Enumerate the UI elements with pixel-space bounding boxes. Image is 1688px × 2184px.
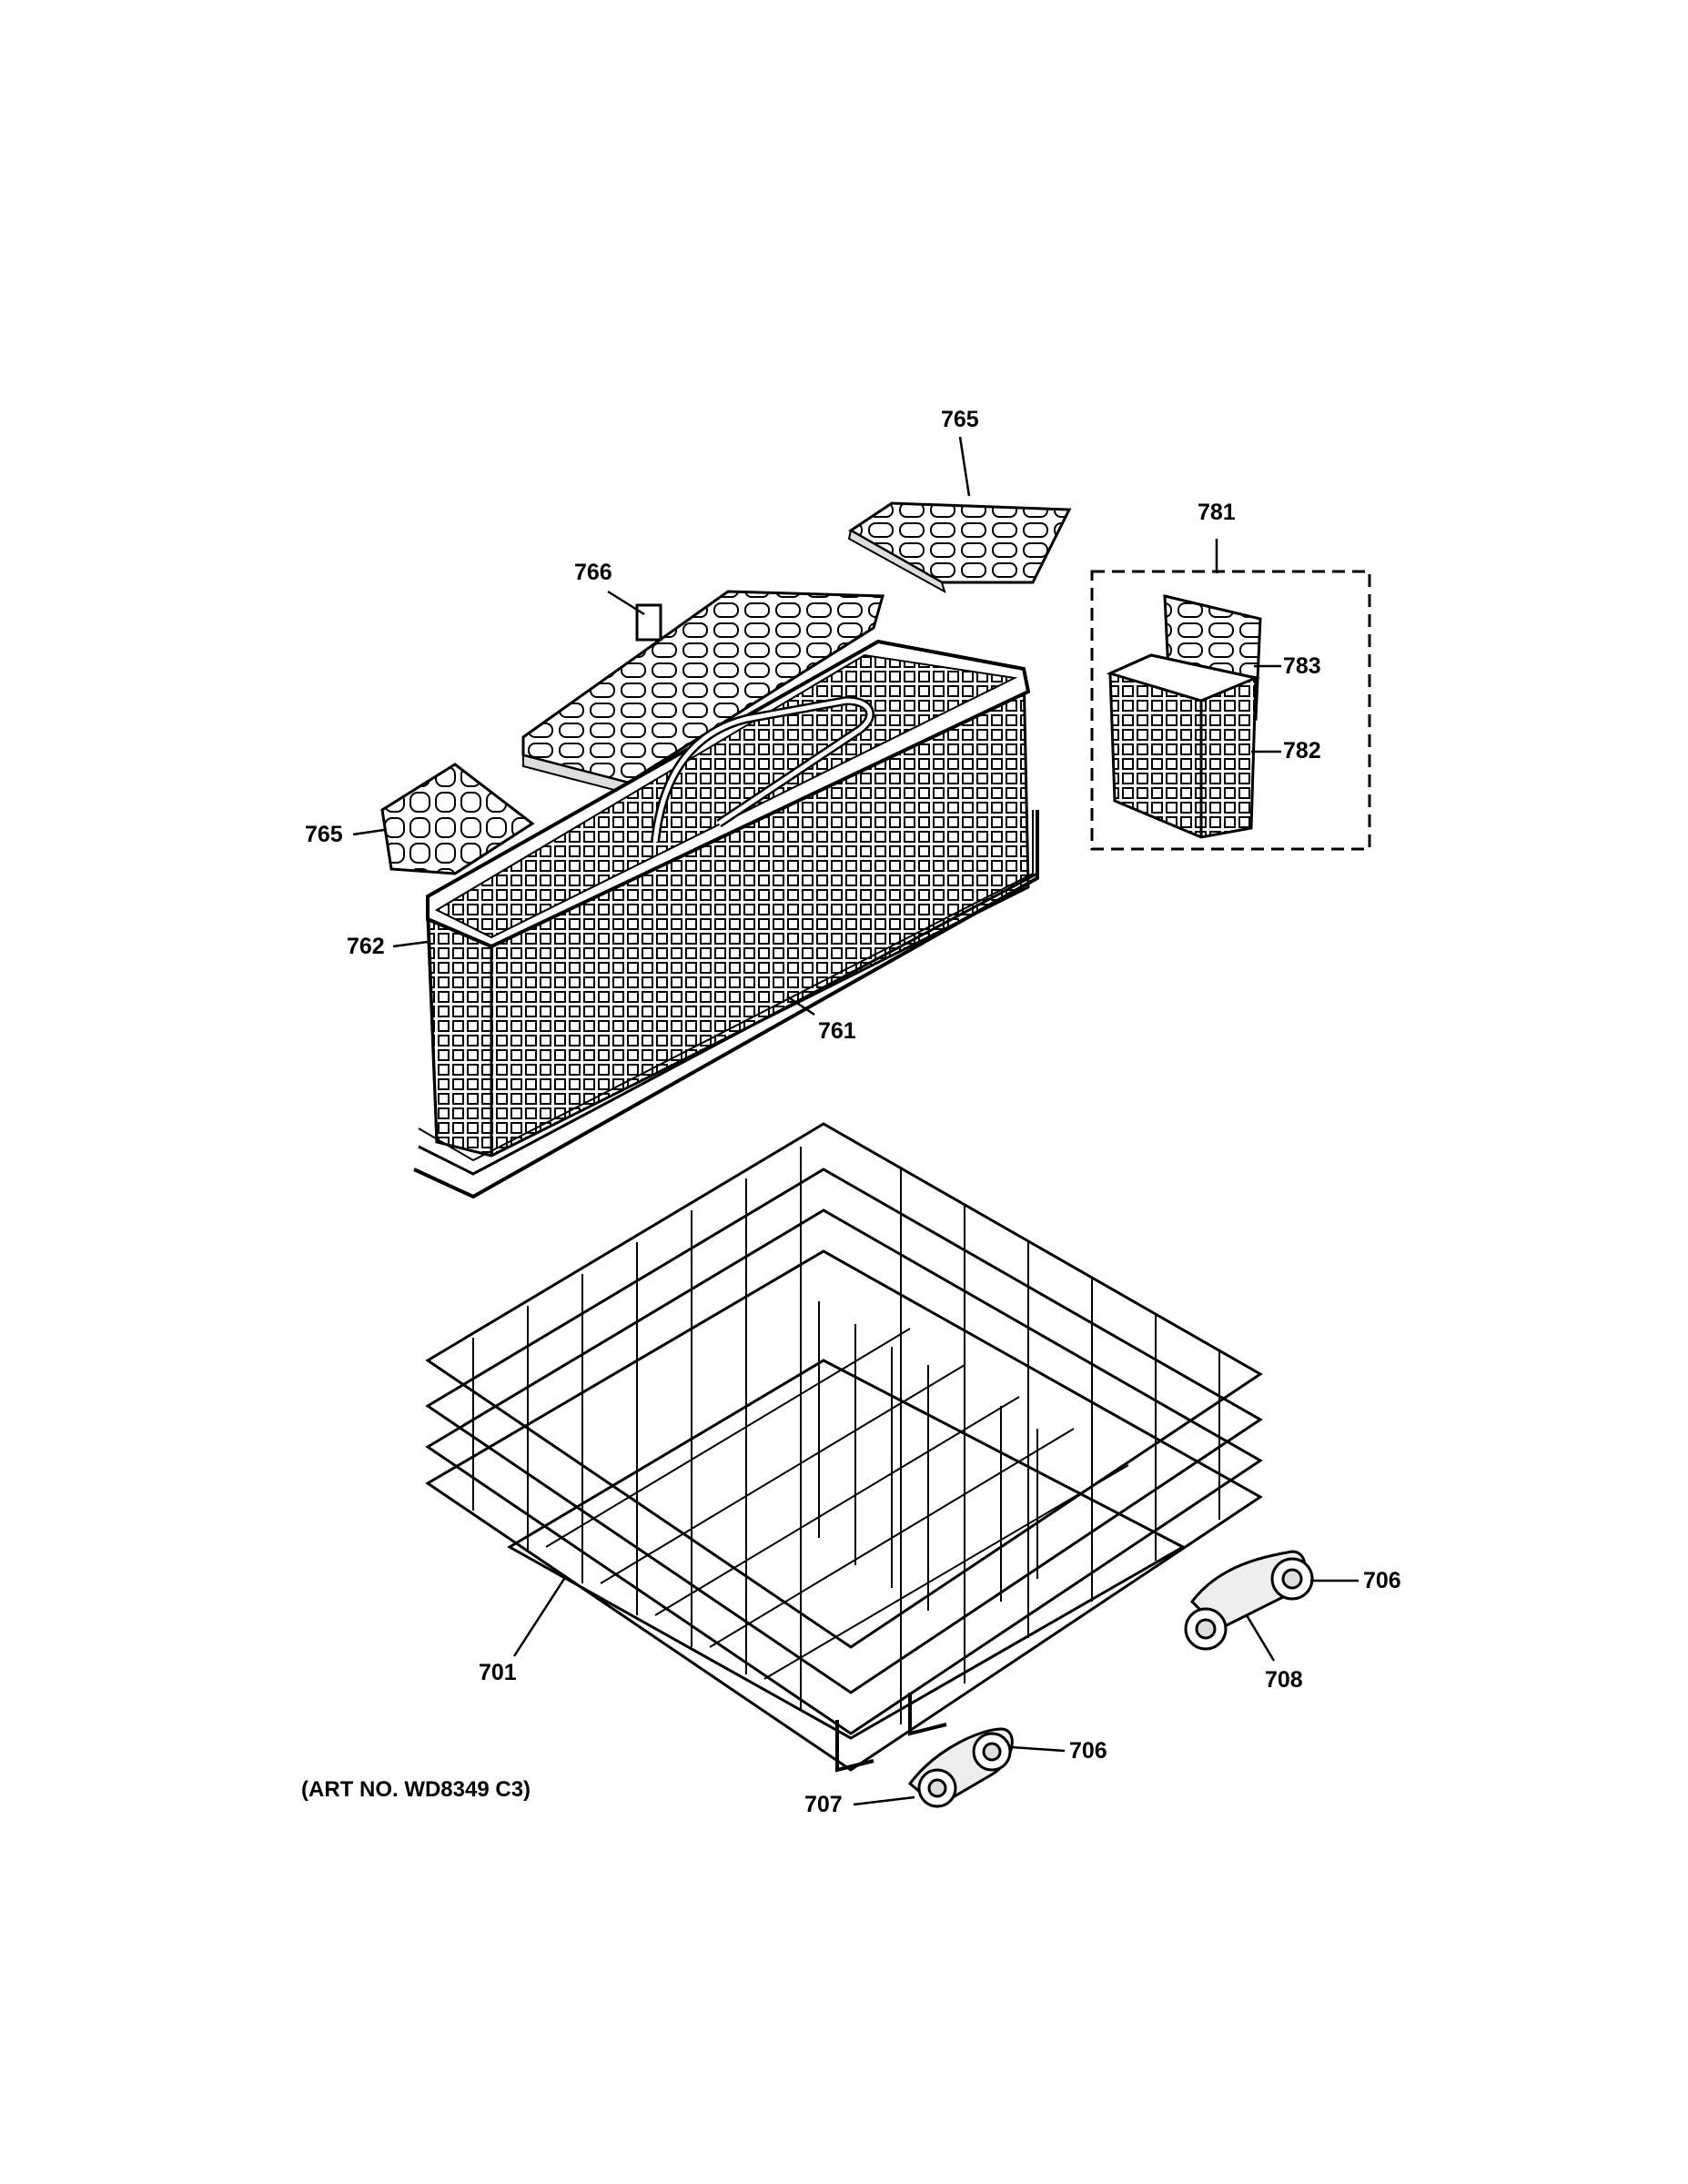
callout-766: 766	[574, 560, 612, 585]
silverware-basket-761	[418, 639, 1039, 1176]
callout-762: 762	[347, 934, 385, 959]
art-number: (ART NO. WD8349 C3)	[301, 1777, 531, 1802]
lid-left-765	[380, 763, 535, 875]
callout-707: 707	[804, 1792, 843, 1817]
callout-782: 782	[1283, 738, 1321, 763]
callout-708: 708	[1265, 1667, 1303, 1693]
small-basket-group-781	[1090, 570, 1371, 851]
callout-706-right: 706	[1363, 1568, 1401, 1593]
wheel-carrier-bottom-706	[907, 1727, 1014, 1808]
lid-top-765	[847, 501, 1072, 594]
callout-761: 761	[818, 1018, 856, 1044]
leader-lines	[352, 436, 1359, 1806]
callout-765-left: 765	[305, 822, 343, 847]
wheel-carrier-right-706	[1184, 1550, 1314, 1651]
callout-781: 781	[1198, 500, 1236, 525]
callout-706-bottom: 706	[1069, 1738, 1107, 1764]
lower-rack-701	[425, 1122, 1263, 1773]
basket-base-bracket	[413, 810, 1039, 1199]
callout-765-top: 765	[941, 407, 979, 432]
callout-783: 783	[1283, 653, 1321, 679]
callout-701: 701	[479, 1660, 517, 1685]
